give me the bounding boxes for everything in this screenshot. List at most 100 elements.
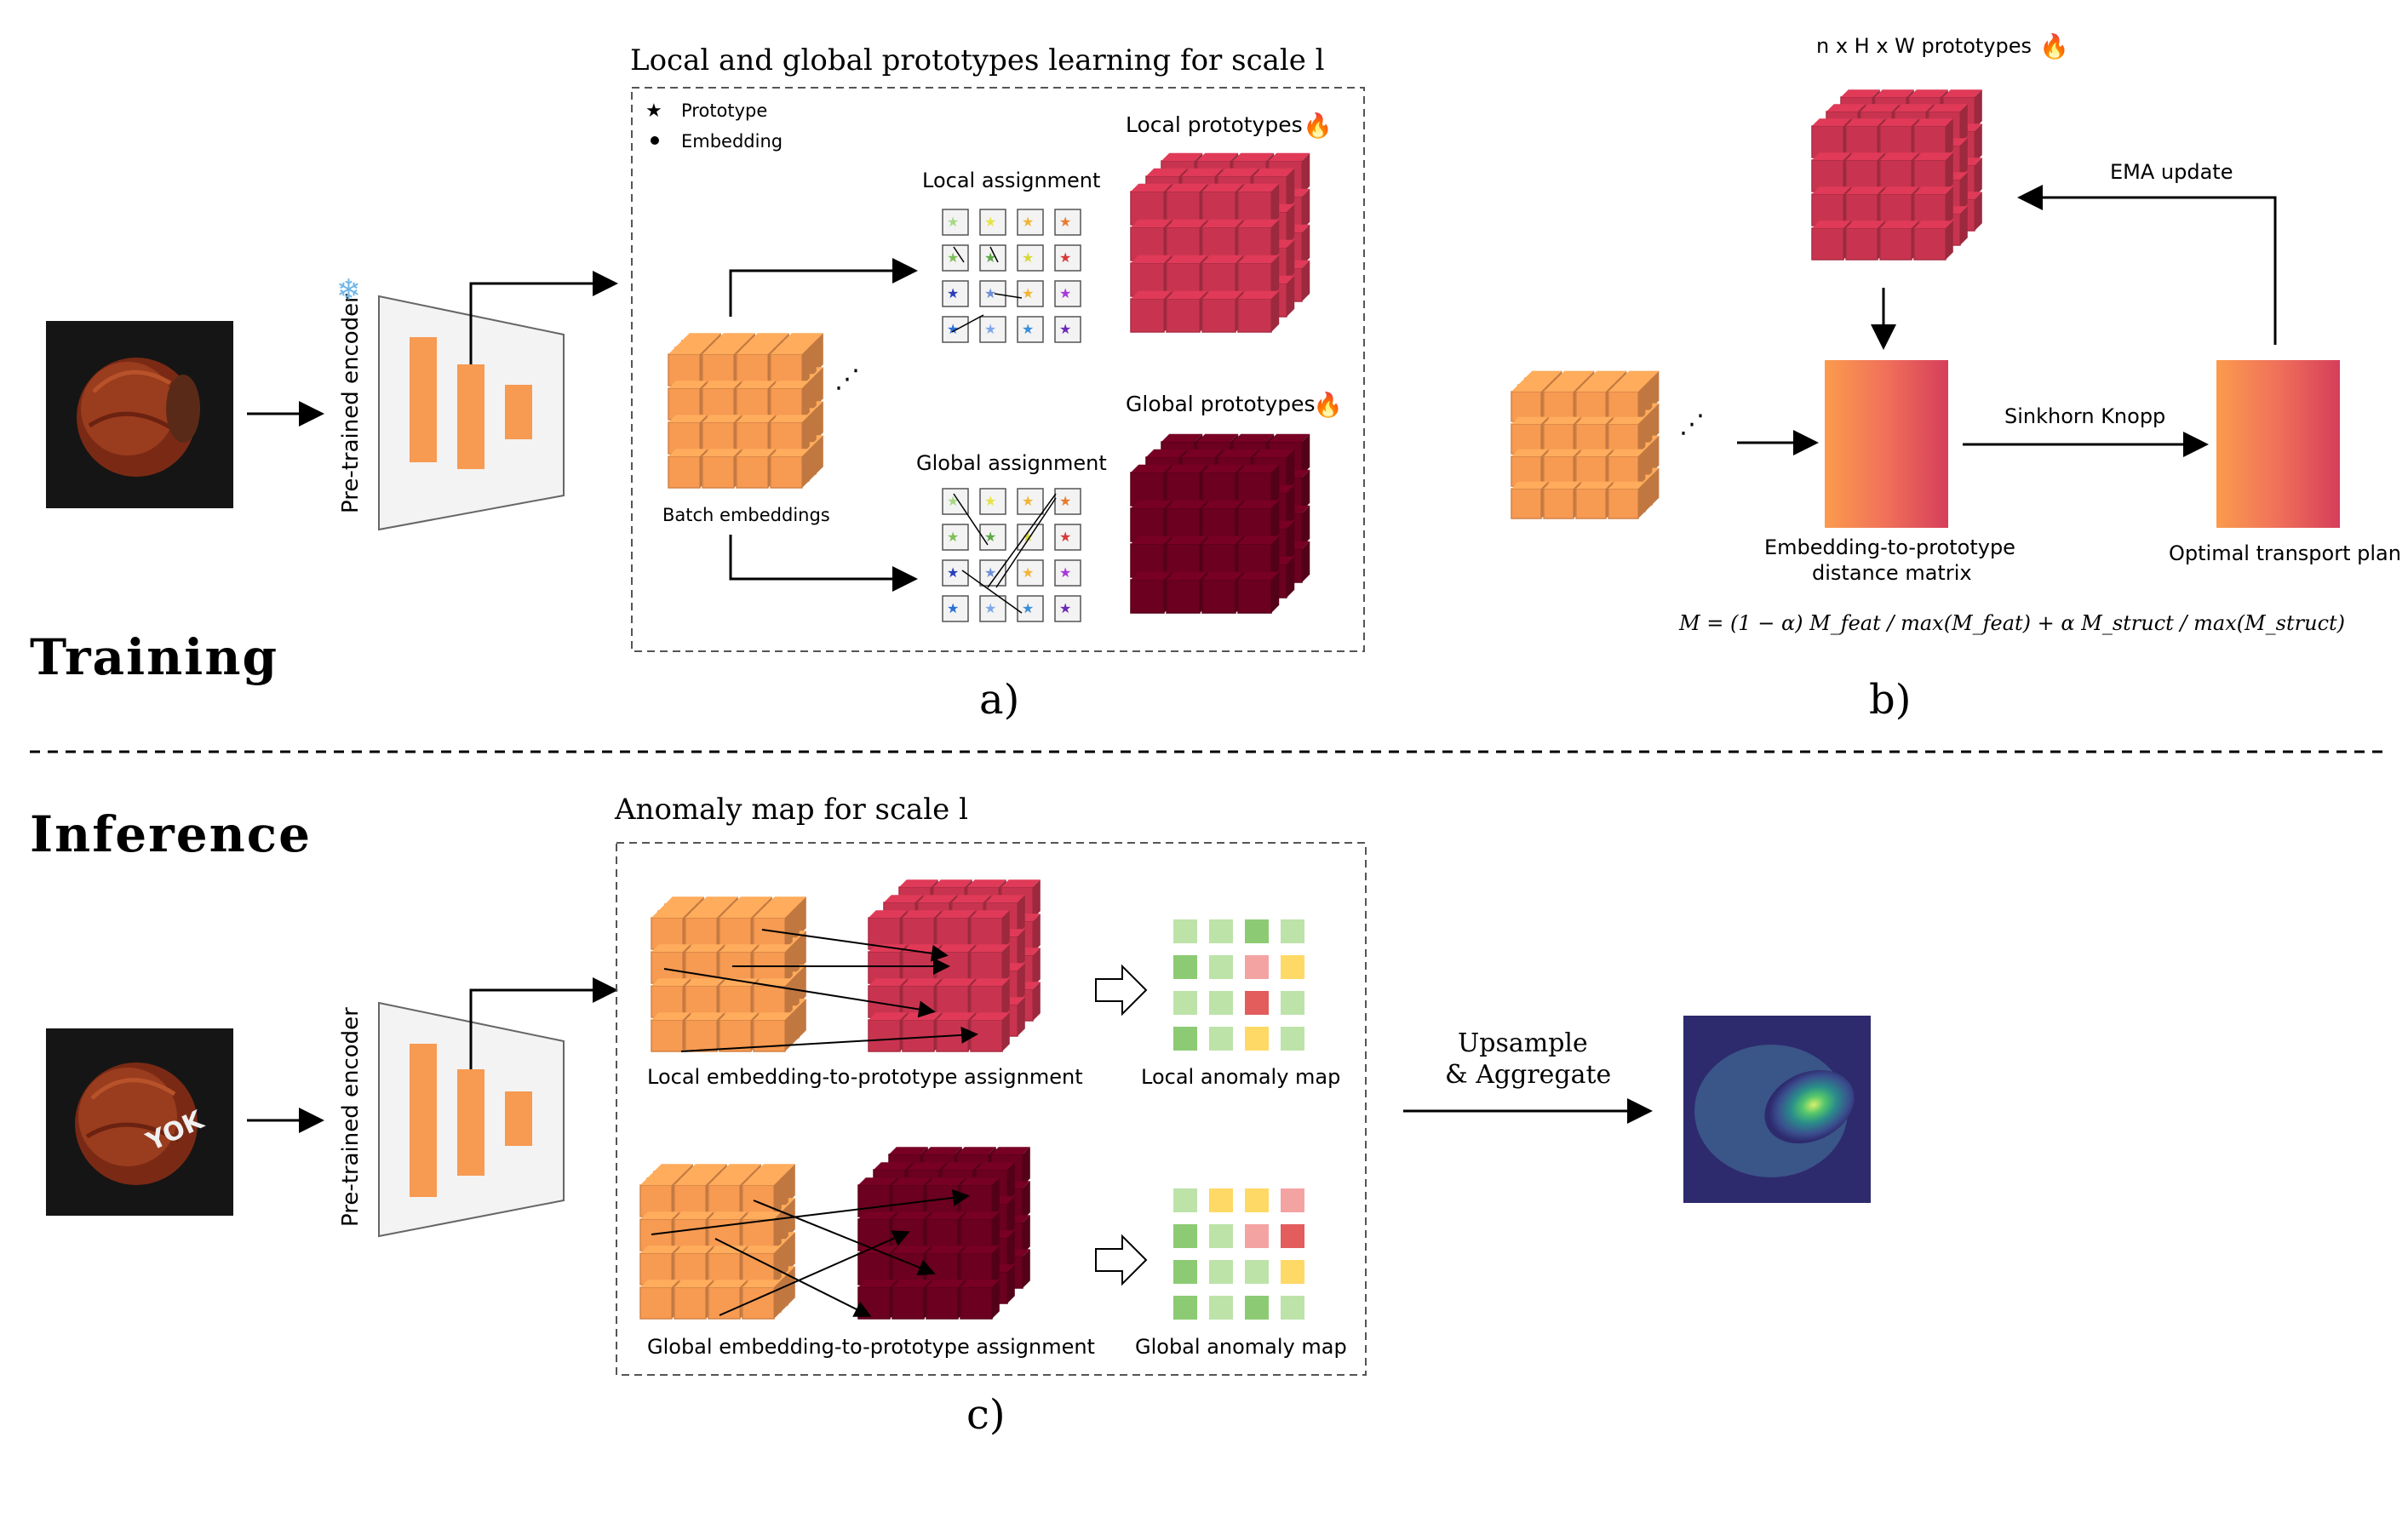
cube-cell-top (716, 333, 755, 341)
cube-cell-side (809, 374, 817, 413)
global-assignment-label: Global assignment (916, 451, 1107, 475)
cube-cell-side (1638, 416, 1646, 454)
cube-cell-top (784, 333, 823, 341)
cube-cell-side (1033, 948, 1041, 987)
cube-cell-top (1544, 481, 1581, 489)
cube-cell-top (640, 1280, 679, 1287)
assignment-link (953, 246, 965, 263)
cube-cell-side (802, 449, 810, 488)
cube-cell-top (749, 1171, 788, 1178)
cube-cell-side (802, 381, 810, 420)
cube-cell-top (892, 1211, 932, 1219)
local-anomaly-map-label: Local anomaly map (1141, 1065, 1340, 1089)
cube-cell-side (1638, 384, 1646, 421)
cube-cell-top (1860, 104, 1900, 112)
assignment-cell (1017, 209, 1044, 236)
cube-cell-top (708, 1177, 748, 1185)
cube-cell (1575, 488, 1607, 519)
cube-cell (1608, 423, 1639, 455)
cube-cell-side (1287, 239, 1295, 281)
cube-cell-top (1511, 384, 1549, 392)
panel-c-box (616, 842, 1367, 1376)
assignment-cell (979, 595, 1006, 622)
panel-c-caption: c) (966, 1391, 1006, 1439)
cube-cell-top (1590, 370, 1627, 378)
cube-cell-top (668, 415, 708, 422)
cube-cell-side (799, 896, 806, 936)
anomaly-cell (1281, 1260, 1304, 1284)
assignment-cell (942, 595, 969, 622)
star-icon: ★ (947, 529, 959, 545)
cube-cell-side (785, 944, 793, 983)
cube-cell-top (720, 944, 759, 952)
cube-cell-top (1202, 535, 1244, 544)
cube-cell-top (675, 340, 714, 347)
cube-cell-top (926, 1246, 966, 1253)
cube-cell-top (771, 415, 810, 422)
cube-cell-top (668, 381, 708, 388)
cube-cell-top (1202, 255, 1244, 263)
cube-cell-top (960, 1246, 1000, 1253)
anomaly-cell (1209, 919, 1233, 943)
star-icon: ★ (984, 564, 996, 581)
cube-cell-side (1645, 409, 1653, 447)
assignment-link (951, 314, 984, 333)
cube-cell (1237, 472, 1272, 507)
cube-cell-side (1023, 1215, 1030, 1254)
cube-cell-top (1202, 183, 1244, 192)
assignment-link (995, 497, 1057, 588)
cube-cell-top (960, 1211, 1000, 1219)
cube-cell-side (809, 442, 817, 481)
cube-cell-top (722, 1164, 761, 1171)
cube-cell-top (754, 1012, 793, 1020)
cube-cell-top (1167, 290, 1208, 299)
cube-cell-side (792, 1005, 800, 1045)
cube-cell-side (781, 1239, 788, 1278)
cube-cell-side (1002, 944, 1010, 983)
cube-cell-top (1197, 152, 1239, 161)
star-icon: ★ (947, 493, 959, 509)
cube-cell-top (1846, 118, 1885, 126)
cube-cell-side (816, 401, 823, 440)
cube-cell-side (1960, 104, 1968, 143)
global-assignment-arrows (651, 1189, 970, 1317)
prototypes-cube-b (1811, 89, 1982, 261)
cube-cell-top (1197, 433, 1239, 442)
cube-cell-side (774, 1177, 782, 1217)
anomaly-cell (1281, 1188, 1304, 1212)
cube-cell-top (1131, 535, 1172, 544)
cube-cell-side (1287, 449, 1295, 490)
cube-cell-top (702, 449, 742, 456)
legend-embedding: Embedding (681, 131, 783, 152)
cube-cell (1130, 191, 1165, 226)
cube-cell (892, 1286, 925, 1320)
cube-cell-top (1544, 384, 1581, 392)
cube-cell (1608, 488, 1639, 519)
cube-cell-side (992, 1280, 1000, 1319)
local-assignment-c-label: Local embedding-to-prototype assignment (647, 1065, 1083, 1089)
cube-cell-top (960, 1280, 1000, 1287)
cube-cell (1130, 262, 1165, 297)
cube-cell-top (1812, 186, 1851, 194)
distance-matrix-label-2: distance matrix (1812, 561, 1972, 585)
cube-cell-side (1638, 449, 1646, 486)
star-icon: ★ (984, 600, 996, 616)
cube-cell-side (788, 1164, 795, 1203)
cube-cell-side (1975, 123, 1982, 163)
star-icon: ★ (984, 249, 996, 266)
cube-cell (1575, 455, 1607, 487)
cube-cell-top (1826, 104, 1866, 112)
cube-cell-side (785, 910, 793, 949)
cube-cell-side (1645, 474, 1653, 512)
cube-cell (1608, 455, 1639, 487)
star-icon: ★ (1059, 285, 1071, 301)
cube-cell (1879, 125, 1912, 158)
cube-cell-top (1202, 464, 1244, 472)
cube-cell-side (799, 999, 806, 1038)
assignment-cell (1054, 595, 1081, 622)
cube-cell (926, 1286, 959, 1320)
cube-cell-top (1167, 571, 1208, 580)
cube-cell-top (957, 1147, 996, 1154)
cube-cell-side (1033, 982, 1041, 1021)
